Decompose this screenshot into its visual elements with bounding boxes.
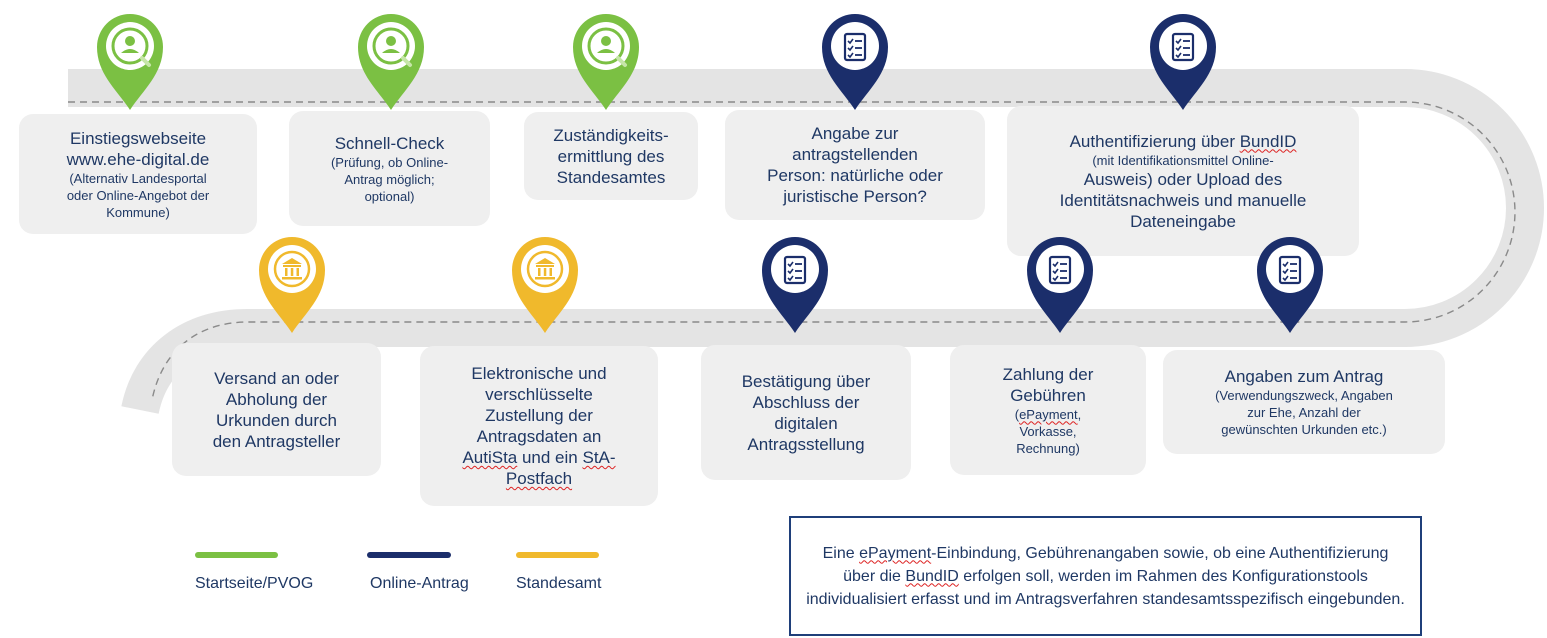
step-text: Vorkasse,	[1019, 423, 1077, 439]
step-text: Abschluss der	[752, 392, 860, 412]
step-text: Identitätsnachweis und manuelle	[1059, 190, 1307, 210]
checklist-icon	[1048, 255, 1072, 285]
step-text: zur Ehe, Anzahl der	[1247, 405, 1361, 420]
step-text: antragstellenden	[792, 145, 918, 164]
step-text: Elektronische und	[471, 364, 607, 383]
step-text: gewünschten Urkunden etc.)	[1221, 422, 1387, 437]
legend-line-1	[195, 552, 278, 558]
legend-label-3: Standesamt	[516, 575, 602, 592]
step-text: Schnell-Check	[334, 133, 445, 153]
location-pin-startseite-pvog	[97, 14, 163, 110]
step-text: Antrag möglich;	[344, 171, 435, 187]
government-building-icon	[273, 250, 311, 288]
step-text: AutiSta und ein StA-	[462, 448, 616, 467]
step-box-5: Authentifizierung über BundID(mit Identi…	[1007, 106, 1359, 256]
step-text: Zuständigkeits-	[553, 125, 669, 145]
step-text: verschlüsselte	[485, 385, 593, 404]
step-text: Antragsstellung	[747, 434, 865, 454]
legend-label-2: Online-Antrag	[370, 575, 469, 592]
step-text: Ausweis) oder Upload des	[1083, 169, 1283, 189]
step-text: (Verwendungszweck, Angaben	[1215, 388, 1393, 403]
step-box-6: Angaben zum Antrag (Verwendungszweck, Ang…	[1163, 350, 1445, 454]
step-text: Person: natürliche oder	[767, 166, 943, 185]
location-pin-startseite-pvog	[358, 14, 424, 110]
step-text: Kommune)	[106, 204, 170, 220]
legend-line-2	[367, 552, 451, 558]
user-search-icon	[111, 27, 151, 67]
step-text: ermittlung des	[557, 146, 665, 166]
step-text: Standesamtes	[556, 167, 666, 187]
step-text: Urkunden durch	[216, 410, 337, 430]
step-text: Angaben zum Antrag	[1224, 367, 1384, 386]
step-text: Abholung der	[225, 389, 328, 409]
checklist-icon	[783, 255, 807, 285]
checklist-icon	[1171, 32, 1195, 62]
location-pin-online-antrag	[1150, 14, 1216, 110]
step-text: Angabe zur	[811, 124, 899, 143]
configuration-note: Eine ePayment-Einbindung, Gebührenangabe…	[789, 516, 1422, 636]
step-text: Zustellung der	[485, 406, 593, 425]
step-text: Zahlung der	[1002, 364, 1094, 384]
step-text: Bestätigung über	[741, 371, 871, 391]
location-pin-standesamt	[512, 237, 578, 333]
step-text: Gebühren	[1010, 385, 1086, 405]
government-building-icon	[526, 250, 564, 288]
step-text: Versand an oder	[214, 368, 339, 388]
step-box-2: Schnell-Check(Prüfung, ob Online-Antrag …	[289, 111, 490, 226]
step-text: Antragsdaten an	[476, 427, 602, 446]
step-text: oder Online-Angebot der	[66, 187, 210, 203]
step-text: www.ehe-digital.de	[66, 149, 210, 169]
legend-line-3	[516, 552, 599, 558]
checklist-icon	[1278, 255, 1302, 285]
step-text: (Alternativ Landesportal	[69, 170, 207, 186]
location-pin-standesamt	[259, 237, 325, 333]
user-search-icon	[587, 27, 627, 67]
step-text: den Antragsteller	[212, 431, 341, 451]
step-text: optional)	[364, 188, 415, 204]
step-text: Rechnung)	[1016, 440, 1080, 456]
legend-label-1: Startseite/PVOG	[195, 575, 314, 592]
step-text: Authentifizierung über BundID	[1069, 131, 1297, 151]
step-text: digitalen	[774, 413, 838, 433]
step-text: juristische Person?	[783, 187, 927, 206]
step-text: (mit Identifikationsmittel Online-	[1092, 152, 1274, 168]
location-pin-online-antrag	[1257, 237, 1323, 333]
step-text: (Prüfung, ob Online-	[330, 154, 449, 170]
step-text: Einstiegswebseite	[69, 128, 207, 148]
location-pin-online-antrag	[1027, 237, 1093, 333]
step-text: Postfach	[505, 469, 573, 488]
location-pin-online-antrag	[822, 14, 888, 110]
checklist-icon	[843, 32, 867, 62]
step-text: (ePayment,	[1014, 406, 1082, 422]
step-text: Dateneingabe	[1130, 211, 1236, 231]
location-pin-startseite-pvog	[573, 14, 639, 110]
user-search-icon	[372, 27, 412, 67]
location-pin-online-antrag	[762, 237, 828, 333]
